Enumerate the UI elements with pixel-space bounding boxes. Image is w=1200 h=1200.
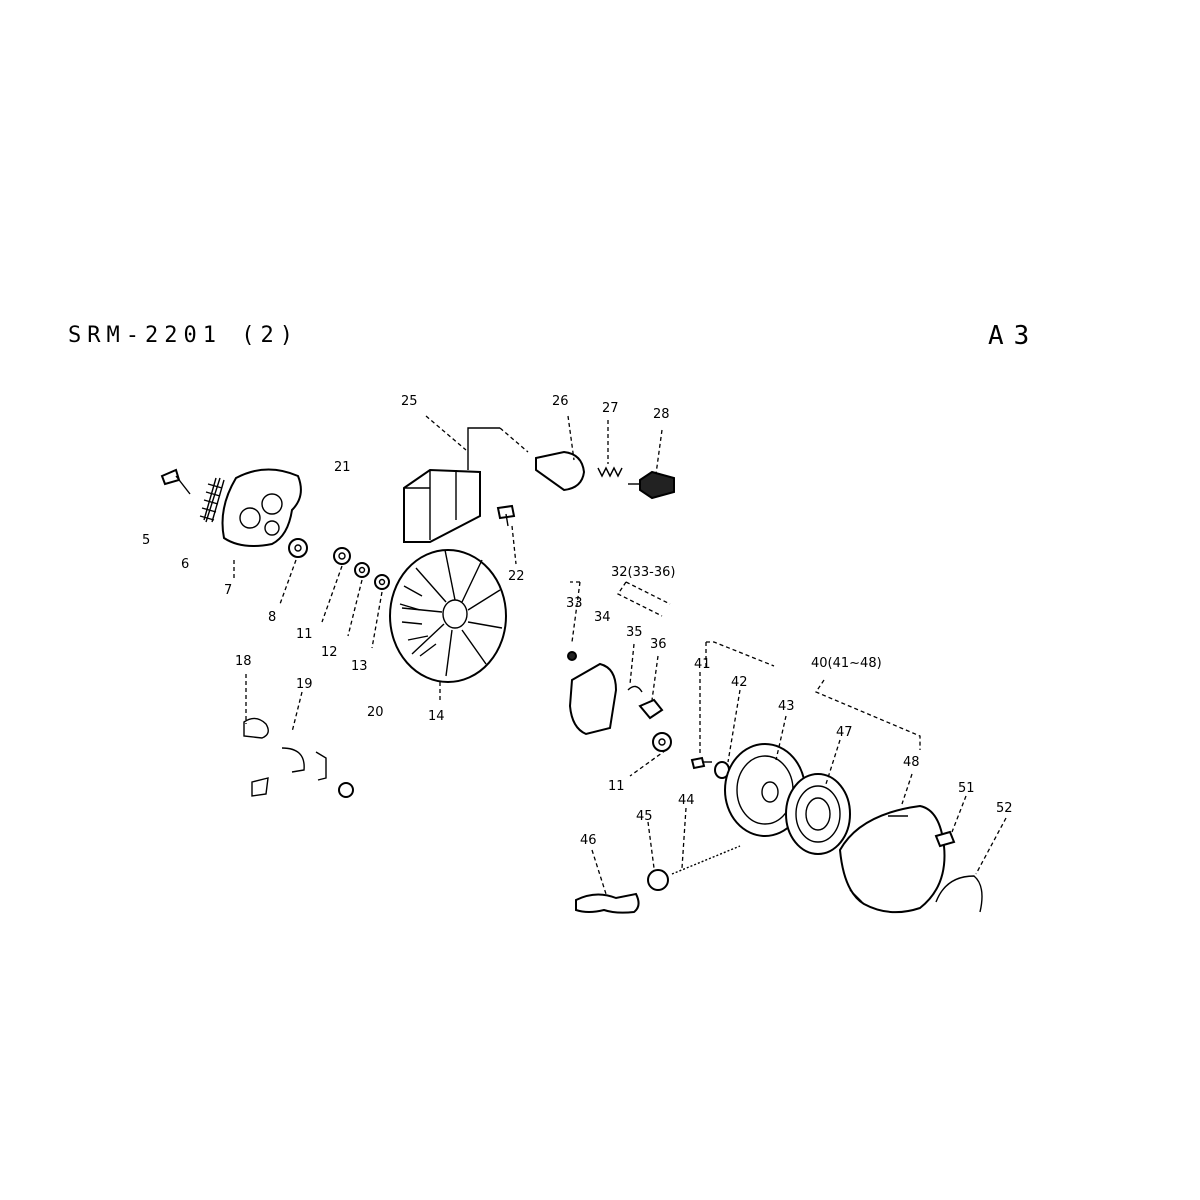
callout-7: 7 [224, 583, 232, 598]
callout-13: 13 [351, 659, 368, 674]
callout-42: 42 [731, 675, 748, 690]
callout-19: 19 [296, 677, 313, 692]
callout-45: 45 [636, 809, 653, 824]
bushing-11-drawing [652, 732, 672, 752]
callout-22: 22 [508, 569, 525, 584]
diagram-title: SRM-2201 (2) [68, 323, 299, 348]
spring-27-drawing [597, 466, 623, 478]
callout-25: 25 [401, 394, 418, 409]
starter-case-48-drawing [838, 804, 946, 914]
callout-28: 28 [653, 407, 670, 422]
cap-26-drawing [535, 450, 586, 492]
washer-8-drawing [288, 538, 308, 558]
callout-44: 44 [678, 793, 695, 808]
callout-47: 47 [836, 725, 853, 740]
callout-labels: 5 6 7 8 11 12 13 14 18 19 20 21 22 25 26… [142, 394, 1013, 848]
bolt-51-drawing [934, 830, 956, 848]
callout-34: 34 [594, 610, 611, 625]
screw-22-drawing [496, 504, 516, 527]
callout-46: 46 [580, 833, 597, 848]
callout-33: 33 [566, 596, 583, 611]
callout-35: 35 [626, 625, 643, 640]
grip-46-ball-45-drawing [575, 869, 669, 914]
callout-8: 8 [268, 610, 276, 625]
callout-52: 52 [996, 801, 1013, 816]
sheet-id: A3 [988, 321, 1040, 351]
callout-51: 51 [958, 781, 975, 796]
bolt-5-drawing [160, 468, 191, 495]
flywheel-14-drawing [389, 549, 507, 683]
callout-20: 20 [367, 705, 384, 720]
spiral-spring-47-drawing [785, 773, 851, 855]
ignition-coil-21-drawing [403, 427, 529, 543]
callout-6: 6 [181, 557, 189, 572]
callout-26: 26 [552, 394, 569, 409]
callout-40: 40(41~48) [811, 656, 882, 671]
screw-41-washer-42-drawing [690, 756, 730, 779]
callout-21: 21 [334, 460, 351, 475]
callout-11: 11 [296, 627, 313, 642]
callout-41: 41 [694, 657, 711, 672]
callout-32: 32(33-36) [611, 565, 675, 580]
callout-14: 14 [428, 709, 445, 724]
callout-27: 27 [602, 401, 619, 416]
callout-43: 43 [778, 699, 795, 714]
rope-44-drawing [671, 845, 741, 875]
plug-28-drawing [628, 470, 675, 500]
leader-lines [233, 415, 1007, 895]
callout-48: 48 [903, 755, 920, 770]
pawl-assembly-18-19-drawing [243, 717, 354, 798]
spring-6-drawing [199, 477, 225, 523]
pawl-set-33-36-drawing [567, 651, 664, 736]
callout-12: 12 [321, 645, 338, 660]
nuts-11-12-13-drawing [333, 547, 390, 590]
callout-18: 18 [235, 654, 252, 669]
callout-5: 5 [142, 533, 150, 548]
callout-36: 36 [650, 637, 667, 652]
clutch-shoe-7-drawing [221, 468, 302, 547]
callout-11-b: 11 [608, 779, 625, 794]
plate-52-drawing [935, 875, 983, 913]
